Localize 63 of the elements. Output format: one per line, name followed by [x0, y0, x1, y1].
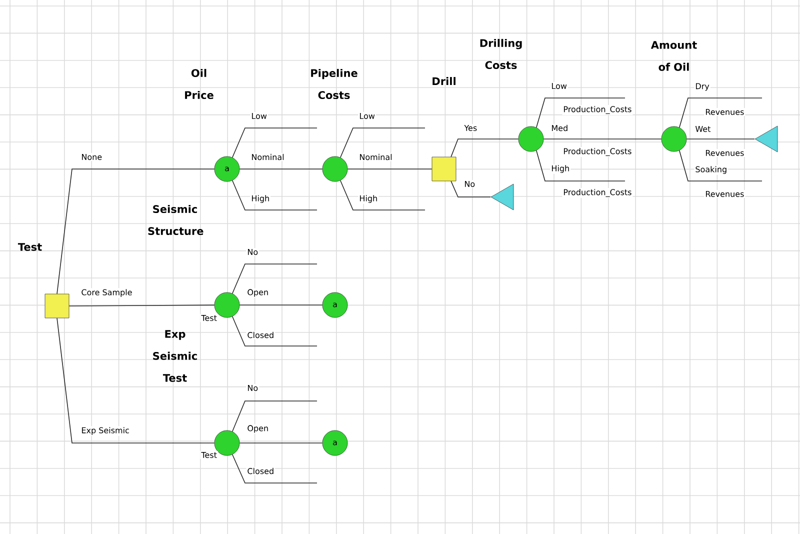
- chance-circle: [661, 126, 687, 152]
- branch-line: [450, 138, 519, 158]
- decision-square: [432, 156, 456, 182]
- column-heading: Seismic Structure: [148, 204, 204, 236]
- branch-line: [340, 180, 426, 210]
- chance-circle: [322, 156, 348, 182]
- branch-line: [450, 180, 491, 198]
- branch-line: [239, 442, 323, 444]
- branch-line: [232, 180, 318, 210]
- branch-label: Open: [246, 288, 270, 298]
- node-heading: Test: [18, 243, 42, 251]
- branch-line: [56, 318, 215, 444]
- branch-line: [232, 400, 318, 432]
- branch-line: [239, 168, 323, 170]
- chance-circle: [518, 126, 544, 152]
- branch-label: Yes: [463, 124, 478, 132]
- branch-line: [543, 138, 662, 140]
- branch-line: [56, 168, 215, 294]
- branch-label: Dry: [694, 82, 710, 92]
- column-heading: Exp Seismic Test: [153, 330, 197, 382]
- column-heading: Amount of Oil: [650, 41, 697, 71]
- branch-value: Production_Costs: [562, 188, 633, 198]
- branch-label: No: [246, 384, 260, 392]
- branch-line: [340, 128, 426, 158]
- branch-label: No: [463, 180, 476, 188]
- branch-line: [686, 138, 755, 140]
- branch-line: [232, 316, 318, 346]
- branch-value: Production_Costs: [562, 147, 633, 157]
- column-heading: Oil Price: [185, 68, 214, 100]
- branch-line: [536, 150, 626, 182]
- branch-line: [232, 128, 318, 158]
- end-triangle: [754, 126, 778, 152]
- branch-label: Wet: [694, 125, 712, 133]
- branch-label: None: [80, 153, 104, 161]
- branch-label: No: [246, 248, 260, 256]
- branch-line: [347, 168, 432, 170]
- branch-label: Soaking: [694, 165, 728, 175]
- branch-value: Test: [200, 314, 218, 322]
- branch-label: High: [550, 164, 571, 174]
- branch-value: Production_Costs: [562, 105, 633, 115]
- branch-line: [536, 98, 626, 128]
- branch-line: [232, 454, 318, 484]
- branch-label: Core Sample: [80, 288, 134, 298]
- branch-value: Test: [200, 451, 218, 459]
- branch-label: Exp Seismic: [80, 426, 130, 436]
- branch-value: Revenues: [704, 190, 746, 198]
- branch-value: Revenues: [704, 149, 746, 157]
- branch-label: Low: [550, 82, 568, 90]
- branch-label: High: [358, 194, 379, 204]
- branch-line: [68, 304, 215, 306]
- branch-label: Low: [250, 112, 268, 120]
- branch-label: High: [250, 194, 271, 204]
- branch-line: [678, 150, 762, 182]
- branch-label: Open: [246, 424, 270, 434]
- column-heading: Pipeline Costs: [311, 68, 358, 100]
- column-heading: Drilling Costs: [480, 38, 522, 70]
- branch-value: Revenues: [704, 108, 746, 116]
- branch-line: [678, 98, 762, 128]
- branch-line: [239, 304, 323, 306]
- branch-line: [232, 264, 318, 294]
- column-heading: Drill: [432, 77, 456, 85]
- end-triangle: [490, 184, 514, 210]
- branch-label: Low: [358, 112, 376, 120]
